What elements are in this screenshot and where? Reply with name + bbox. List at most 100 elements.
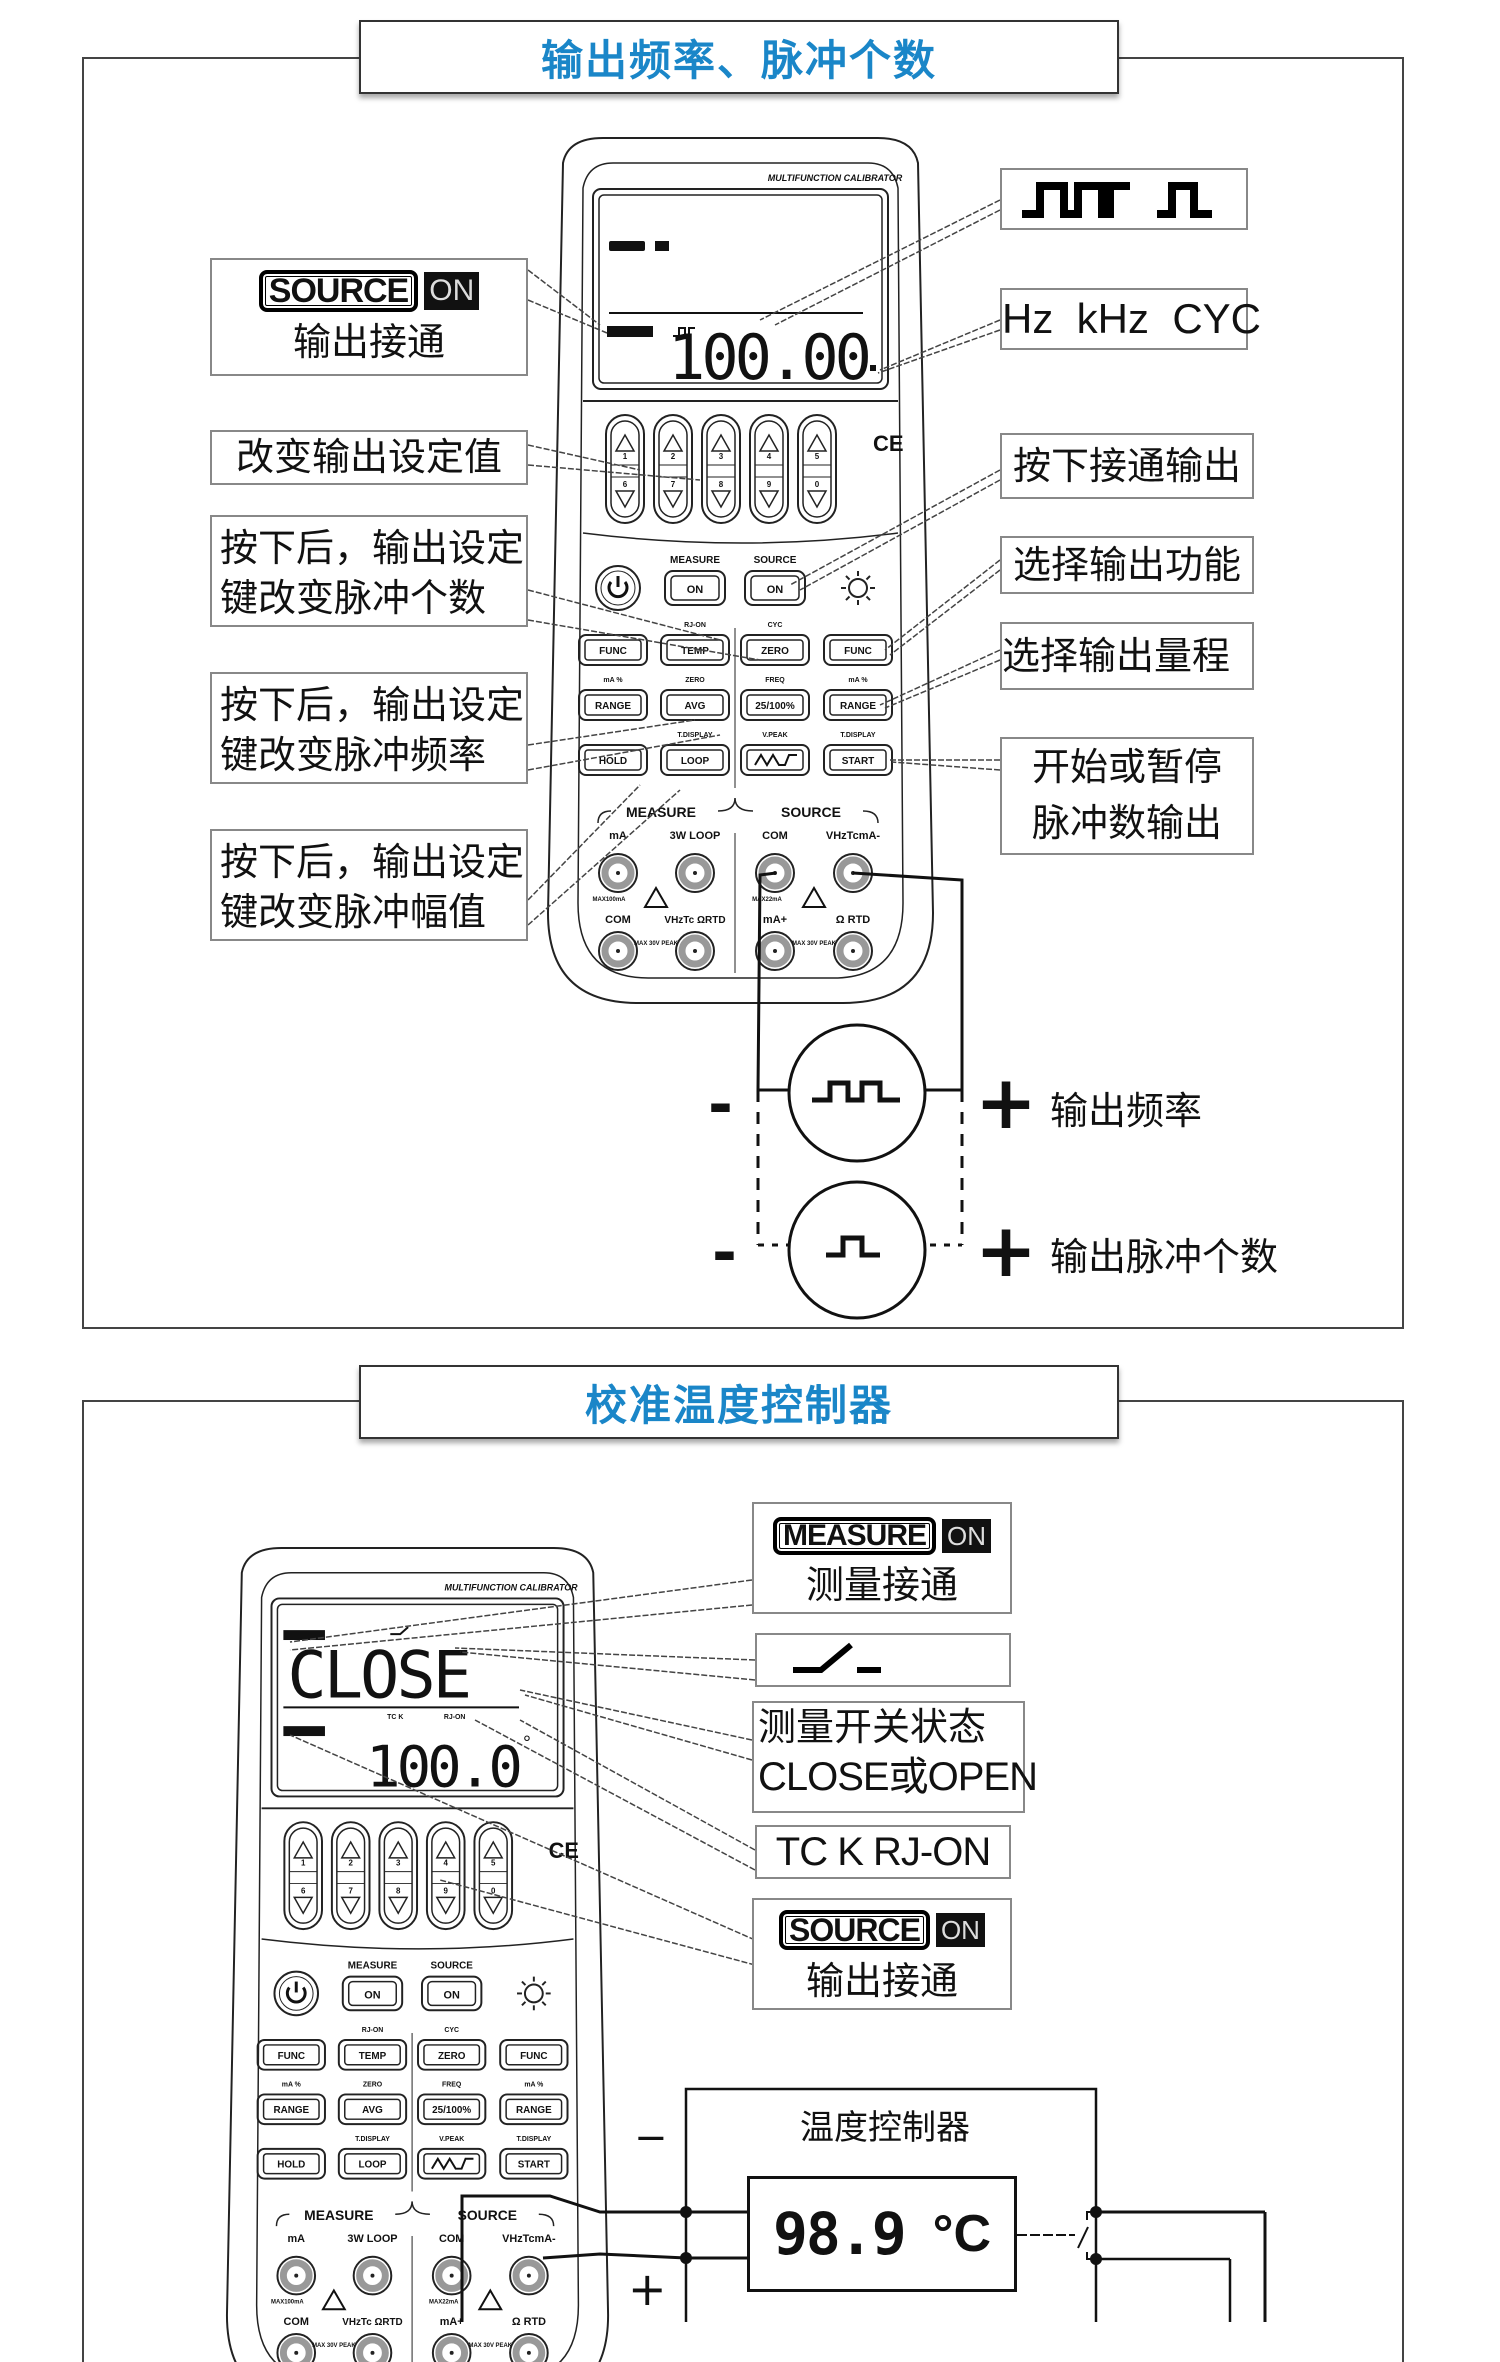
single-pulse-icon <box>826 1235 880 1258</box>
function-key-inner <box>746 694 804 716</box>
key-sublabel: CYC <box>444 2027 459 2034</box>
digit-key-inner <box>610 420 640 518</box>
function-key <box>499 2093 569 2126</box>
arrow-down-icon <box>758 490 780 509</box>
function-key-inner <box>505 2098 563 2120</box>
arrow-down-icon <box>293 1896 314 1915</box>
output-pulse-count-plus: + <box>975 1208 1038 1294</box>
pulse-waveform-icon <box>1022 182 1212 218</box>
function-key-label: RANGE <box>595 701 631 712</box>
function-key-label: RANGE <box>516 2105 552 2116</box>
badge-measure-word: MEASURE <box>772 1517 936 1555</box>
function-key-label: FUNC <box>520 2051 547 2062</box>
function-key-label: LOOP <box>681 756 710 767</box>
function-key-inner <box>505 2153 563 2175</box>
leader-line <box>799 479 1001 591</box>
measure-on-button <box>664 570 726 606</box>
digit-key-pair: 50 <box>797 414 837 524</box>
function-key-label: RANGE <box>840 701 876 712</box>
jack-limit-label: MAX22mA <box>429 2299 459 2305</box>
function-key-label: FUNC <box>599 646 627 657</box>
jack-top-label: 3W LOOP <box>347 2233 397 2245</box>
function-key-inner <box>666 749 724 771</box>
annotation-text-line: 测量开关状态 <box>758 1705 987 1749</box>
digit-key-outline <box>701 414 741 524</box>
annotation-switch-symbol <box>755 1633 1011 1687</box>
lcd-screen <box>598 194 883 384</box>
controller-unit: °C <box>932 2205 992 2263</box>
jack-ring <box>601 934 635 968</box>
function-key-inner <box>829 749 887 771</box>
jack-bottom-label: Ω RTD <box>836 914 871 926</box>
digit-key-inner <box>658 420 688 518</box>
jack-bottom-label: Ω RTD <box>512 2316 546 2328</box>
backlight-icon <box>523 1983 544 2004</box>
on-button-inner <box>670 575 720 601</box>
leader-line <box>289 1604 753 1651</box>
function-key-label: FUNC <box>844 646 872 657</box>
on-button-inner <box>427 1980 477 2007</box>
warning-icon <box>321 2288 347 2311</box>
jack-center <box>449 2350 454 2355</box>
key-sublabel: V.PEAK <box>762 732 787 739</box>
function-key-label: 25/100% <box>432 2105 471 2116</box>
key-sublabel: T.DISPLAY <box>677 732 712 739</box>
jack-ring <box>512 2259 546 2292</box>
annotation-source-on: SOURCE ON 输出接通 <box>210 258 528 376</box>
digit-key-outline <box>653 414 693 524</box>
measure-group-label: MEASURE <box>348 1961 398 1972</box>
controller-plus: + <box>628 2262 667 2316</box>
annotation-tc-k-rj-on: TC K RJ-ON <box>755 1825 1011 1879</box>
controller-title: 温度控制器 <box>800 2108 970 2148</box>
jack-center <box>693 871 697 875</box>
digit-label-down: 9 <box>767 480 772 489</box>
annotation-text: 选择输出量程 <box>1002 634 1231 678</box>
annotation-text: 输出接通 <box>292 320 445 364</box>
annotation-change-setpoint: 改变输出设定值 <box>210 430 528 485</box>
digit-key-inner <box>706 420 736 518</box>
jack-center <box>526 2273 531 2278</box>
function-key-inner <box>423 2153 481 2175</box>
key-sublabel: RJ-ON <box>362 2027 384 2034</box>
arrow-up-icon <box>806 433 828 452</box>
lcd-source-indicator <box>607 326 653 337</box>
backlight-ray <box>865 595 871 601</box>
on-button-label: ON <box>687 584 704 596</box>
function-key <box>417 2147 487 2180</box>
jack-ring <box>758 856 792 890</box>
digit-key-pair: 27 <box>653 414 693 524</box>
digit-key-inner <box>478 1827 508 1924</box>
digit-key-inner <box>383 1827 413 1924</box>
jack-bottom-label: mA+ <box>440 2316 464 2328</box>
function-key-label: ZERO <box>761 646 789 657</box>
lcd-pulse-icon <box>673 327 695 337</box>
leader-line <box>527 789 681 926</box>
function-key-inner <box>344 2098 401 2120</box>
key-sublabel: T.DISPLAY <box>516 2136 551 2143</box>
jack-top-label: VHzTcmA- <box>826 830 881 842</box>
digit-key-inner <box>288 1827 318 1924</box>
arrow-up-icon <box>435 1840 456 1859</box>
jack-top-label: 3W LOOP <box>670 830 721 842</box>
device-inner-bezel <box>577 162 904 979</box>
ce-mark: CE <box>549 1838 579 1863</box>
function-key <box>256 2093 326 2126</box>
digit-label-down: 0 <box>491 1886 496 1895</box>
section1-title-box: 输出频率、脉冲个数 <box>359 20 1119 94</box>
jack-top-label: mA <box>287 2233 305 2245</box>
ramp-icon <box>754 753 797 767</box>
function-key-inner <box>584 639 642 661</box>
digit-key-outline <box>605 414 645 524</box>
digit-key-pair: 38 <box>378 1821 419 1931</box>
digit-key-outline <box>425 1821 466 1931</box>
lcd-reading: 100.0 <box>366 1734 519 1801</box>
annotation-source-on-2: SOURCE ON 输出接通 <box>752 1898 1012 2010</box>
digit-label-down: 6 <box>301 1886 306 1895</box>
jack-ring <box>836 934 870 968</box>
controller-reading: 98.9 <box>772 2200 907 2268</box>
jack-outer <box>509 2255 549 2296</box>
leader-line <box>439 1879 756 1966</box>
function-key-inner <box>262 2098 320 2120</box>
jack-limit-label: MAX 30V PEAK <box>312 2343 356 2349</box>
leader-line <box>877 329 1001 374</box>
